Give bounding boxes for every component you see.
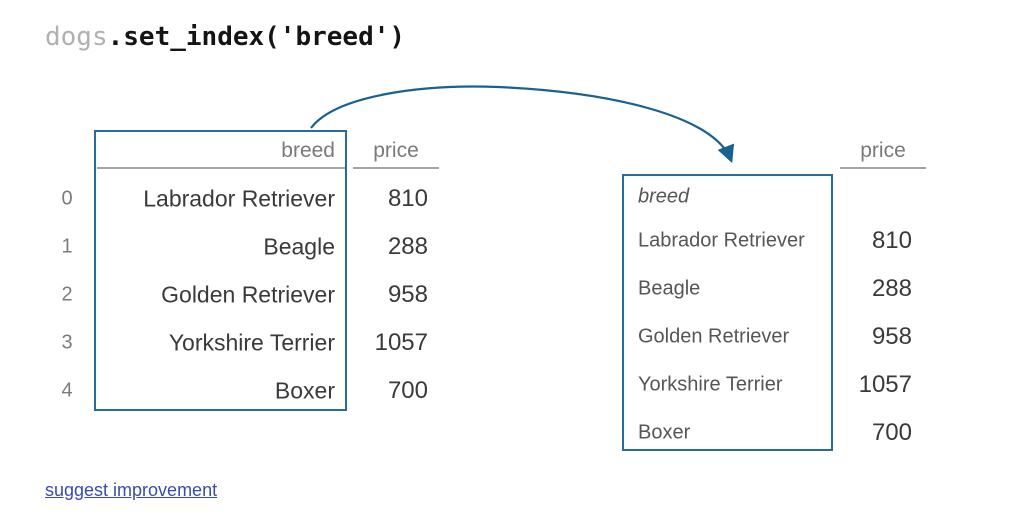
index-cell: 3 <box>61 331 73 354</box>
suggest-improvement-link[interactable]: suggest improvement <box>45 480 218 500</box>
code-method-call: .set_index('breed') <box>107 22 406 52</box>
breed-index-cell: Golden Retriever <box>638 325 790 348</box>
price-cell: 700 <box>871 419 912 446</box>
code-object-name: dogs <box>45 22 108 52</box>
breed-cell: Beagle <box>263 233 335 260</box>
breed-index-highlight-box <box>622 174 833 451</box>
price-cell: 810 <box>871 227 912 254</box>
price-cell: 288 <box>387 233 428 260</box>
price-cell: 810 <box>387 185 428 212</box>
breed-cell: Golden Retriever <box>161 281 335 308</box>
breed-index-cell: Labrador Retriever <box>638 229 805 252</box>
index-cell: 2 <box>61 283 73 306</box>
right-price-header-underline <box>840 167 926 169</box>
left-breed-header-underline <box>97 167 345 169</box>
right-column-header-price: price <box>860 139 906 162</box>
left-price-header-underline <box>353 167 439 169</box>
breed-index-cell: Boxer <box>638 421 691 444</box>
index-cell: 1 <box>61 235 73 258</box>
index-cell: 0 <box>61 187 73 210</box>
price-cell: 700 <box>387 377 428 404</box>
breed-cell: Boxer <box>274 377 335 404</box>
index-name-label: breed <box>638 185 690 208</box>
price-cell: 958 <box>871 323 912 350</box>
left-column-header-breed: breed <box>281 139 335 162</box>
breed-column-highlight-box <box>94 130 347 411</box>
code-title: dogs.set_index('breed') <box>45 22 405 52</box>
price-cell: 288 <box>871 275 912 302</box>
price-cell: 1057 <box>374 329 428 356</box>
price-cell: 1057 <box>858 371 912 398</box>
left-column-header-price: price <box>373 139 419 162</box>
breed-cell: Yorkshire Terrier <box>168 329 335 356</box>
price-cell: 958 <box>387 281 428 308</box>
breed-cell: Labrador Retriever <box>143 185 335 212</box>
index-cell: 4 <box>61 379 73 402</box>
breed-index-cell: Yorkshire Terrier <box>638 373 783 396</box>
breed-index-cell: Beagle <box>638 277 701 300</box>
